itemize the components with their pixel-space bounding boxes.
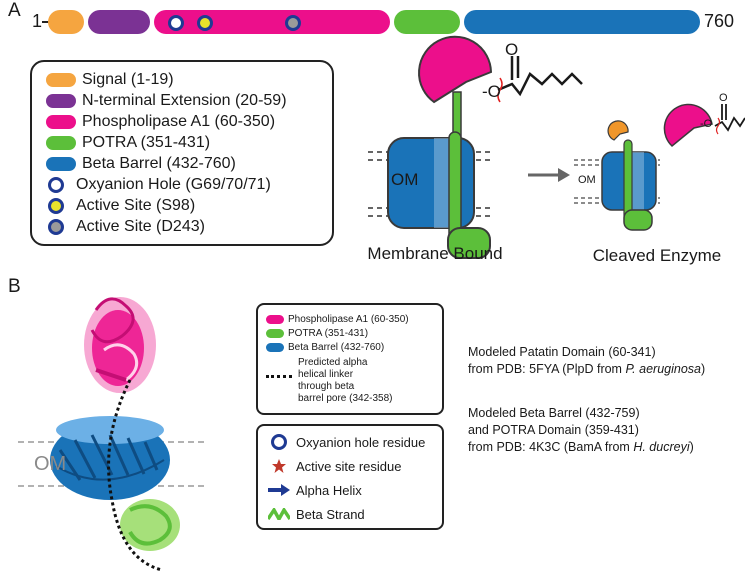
legend-item: Active Site (D243) — [46, 217, 205, 237]
om-label-structure: OM — [34, 453, 67, 475]
legend-label: Oxyanion hole residue — [296, 434, 426, 450]
legend-label: Oxyanion Hole (G69/70/71) — [76, 176, 271, 193]
legend-label: Active site residue — [296, 458, 402, 474]
purple-pill-icon — [46, 94, 76, 108]
legend-item: Oxyanion Hole (G69/70/71) — [46, 175, 271, 195]
legend-label: Active Site (D243) — [76, 218, 205, 235]
grey-dot-icon — [48, 219, 64, 235]
dotted-linker-icon — [266, 375, 292, 378]
barrel-segment — [464, 10, 700, 34]
legend-label: POTRA (351-431) — [82, 134, 211, 151]
carbonyl-oxygen-label: O — [505, 40, 519, 59]
legend-item: POTRA (351-431) — [46, 133, 210, 153]
legend-label: N-terminal Extension (20-59) — [82, 92, 287, 109]
bar-end-label: 760 — [704, 11, 735, 31]
legend-item: Oxyanion hole residue — [268, 434, 425, 450]
domain-legend: Signal (1-19) N-terminal Extension (20-5… — [30, 60, 334, 246]
structure-symbol-legend: Oxyanion hole residue Active site residu… — [256, 424, 444, 530]
legend-item: Active Site (S98) — [46, 196, 195, 216]
green-strand-icon — [268, 506, 290, 522]
legend-label: Signal (1-19) — [82, 71, 174, 88]
legend-label: POTRA (351-431) — [288, 328, 369, 339]
beta-barrel-cartoon — [50, 416, 170, 500]
green-pill-icon — [46, 136, 76, 150]
blue-pill-icon — [46, 157, 76, 171]
bar-start-tick — [42, 21, 50, 23]
oxyanion-site-marker — [168, 15, 184, 31]
legend-item: Phospholipase A1 (60-350) — [266, 314, 409, 325]
transition-arrow-icon — [528, 168, 570, 182]
blue-arrow-icon — [268, 482, 290, 498]
legend-item: N-terminal Extension (20-59) — [46, 91, 287, 111]
yellow-dot-icon — [48, 198, 64, 214]
legend-label: Alpha Helix — [296, 482, 362, 498]
pink-pill-icon — [266, 315, 284, 324]
legend-item: Active site residue — [268, 458, 402, 474]
white-dot-icon — [48, 177, 64, 193]
bar-start-label: 1 — [32, 11, 43, 31]
panel-a-label: A — [8, 0, 21, 21]
legend-label: Beta Barrel (432-760) — [288, 342, 385, 353]
orange-pill-icon — [46, 73, 76, 87]
membrane-bound-schematic — [368, 35, 583, 259]
pink-pill-icon — [46, 115, 76, 129]
legend-item: Phospholipase A1 (60-350) — [46, 112, 275, 132]
ester-oxygen-label: -O — [482, 82, 501, 101]
pla1-segment — [154, 10, 390, 34]
d243-site-marker — [285, 15, 301, 31]
panel-b-label: B — [8, 276, 21, 297]
s98-site-marker — [197, 15, 213, 31]
phospholipase-domain-cartoon — [84, 297, 156, 393]
schematic-diagram — [368, 35, 745, 259]
green-pill-icon — [266, 329, 284, 338]
cleaved-enzyme-schematic — [574, 103, 745, 231]
carbonyl-oxygen-label-small: O — [719, 92, 728, 104]
linker-description: Predicted alpha helical linker through b… — [298, 357, 393, 404]
legend-item: POTRA (351-431) — [266, 328, 368, 339]
membrane-bound-caption: Membrane Bound — [367, 244, 503, 263]
blue-pill-icon — [266, 343, 284, 352]
om-label-cleaved: OM — [578, 174, 596, 186]
legend-label: Phospholipase A1 (60-350) — [288, 314, 409, 325]
legend-item: Beta Barrel (432-760) — [46, 154, 236, 174]
om-label-bound: OM — [391, 170, 419, 189]
legend-item: Beta Strand — [268, 506, 365, 522]
signal-segment — [48, 10, 84, 34]
ester-oxygen-label-small: -O — [700, 118, 713, 130]
legend-label: Active Site (S98) — [76, 197, 196, 214]
potra-segment — [394, 10, 460, 34]
red-star-icon — [268, 458, 290, 474]
legend-label: Beta Barrel (432-760) — [82, 155, 236, 172]
protein-structure-image — [18, 297, 206, 572]
potra-domain-cartoon — [120, 499, 180, 551]
nterm-segment — [88, 10, 150, 34]
barrel-model-note: Modeled Beta Barrel (432-759) and POTRA … — [468, 406, 694, 454]
cleaved-enzyme-caption: Cleaved Enzyme — [592, 246, 722, 265]
legend-item: Beta Barrel (432-760) — [266, 342, 384, 353]
patatin-model-note: Modeled Patatin Domain (60-341) from PDB… — [468, 345, 706, 376]
legend-item: Alpha Helix — [268, 482, 362, 498]
legend-label: Beta Strand — [296, 506, 365, 522]
legend-item: Signal (1-19) — [46, 70, 174, 90]
blue-ring-icon — [268, 434, 290, 450]
structure-color-legend: Phospholipase A1 (60-350) POTRA (351-431… — [256, 303, 444, 415]
legend-label: Phospholipase A1 (60-350) — [82, 113, 276, 130]
